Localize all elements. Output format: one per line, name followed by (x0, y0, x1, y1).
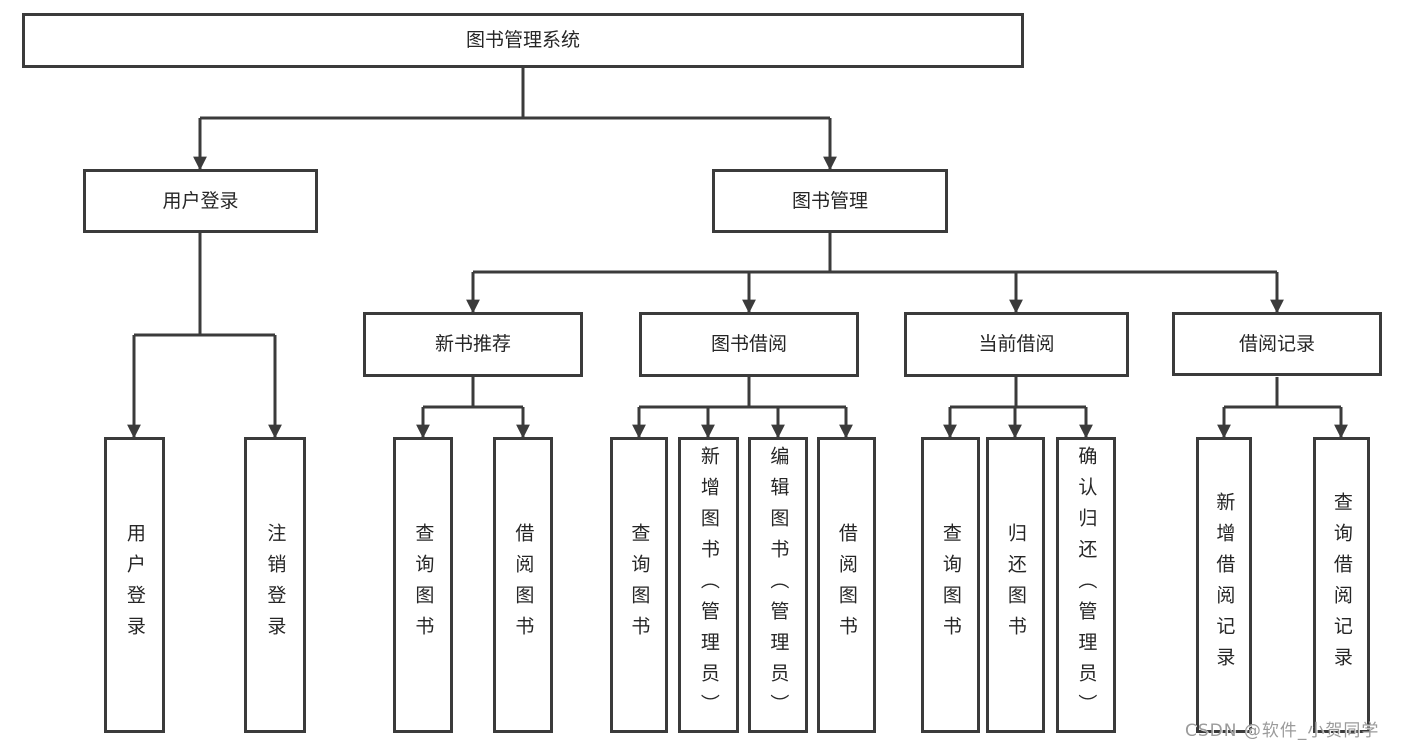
leaf-current-query-books: 查询图书 (921, 437, 980, 733)
node-book-borrowing: 图书借阅 (639, 312, 859, 377)
leaf-newbook-query-books: 查询图书 (393, 437, 453, 733)
leaf-logout: 注销登录 (244, 437, 306, 733)
leaf-current-return-books: 归还图书 (986, 437, 1045, 733)
node-book-management: 图书管理 (712, 169, 948, 233)
leaf-newbook-borrow-books: 借阅图书 (493, 437, 553, 733)
leaf-records-add-record: 新增借阅记录 (1196, 437, 1252, 733)
leaf-borrow-query-books: 查询图书 (610, 437, 668, 733)
connector-trunks (134, 68, 1341, 409)
leaf-current-confirm-return-admin: 确认归还（管理员） (1056, 437, 1116, 733)
leaf-borrow-add-books-admin: 新增图书（管理员） (678, 437, 739, 733)
leaf-records-query-record: 查询借阅记录 (1313, 437, 1370, 733)
node-new-book-recommend: 新书推荐 (363, 312, 583, 377)
node-borrowing-records: 借阅记录 (1172, 312, 1382, 376)
leaf-borrow-borrow-books: 借阅图书 (817, 437, 876, 733)
node-user-login: 用户登录 (83, 169, 318, 233)
node-current-borrowing: 当前借阅 (904, 312, 1129, 377)
leaf-user-login: 用户登录 (104, 437, 165, 733)
watermark-csdn: CSDN @软件_小贺同学 (1185, 721, 1380, 741)
leaf-borrow-edit-books-admin: 编辑图书（管理员） (748, 437, 808, 733)
node-library-system: 图书管理系统 (22, 13, 1024, 68)
